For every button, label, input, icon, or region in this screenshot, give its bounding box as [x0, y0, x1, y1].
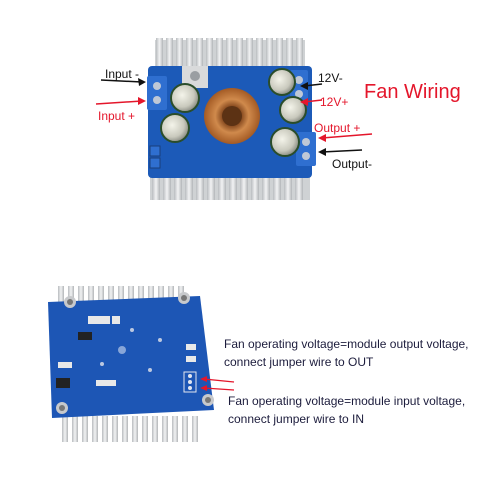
label-output-plus: Output +: [314, 121, 361, 135]
note-output-line2: connect jumper wire to OUT: [224, 355, 374, 369]
note-input-line2: connect jumper wire to IN: [228, 412, 365, 426]
label-input-minus: Input -: [105, 67, 140, 81]
note-input-line1: Fan operating voltage=module input volta…: [228, 394, 466, 408]
capacitors: [160, 68, 307, 157]
note-output-line1: Fan operating voltage=module output volt…: [224, 337, 469, 351]
note-output-voltage-mode: Fan operating voltage=module output volt…: [224, 335, 469, 371]
label-output-minus: Output-: [332, 157, 373, 171]
top-module-photo: [147, 38, 316, 200]
bottom-module-photo: [48, 286, 214, 442]
jumper-arrows: [200, 376, 235, 391]
input-terminal-block: [147, 76, 167, 110]
label-input-plus: Input +: [98, 109, 136, 123]
top-wiring-arrows: [95, 78, 373, 156]
output-terminal-block: [296, 132, 316, 166]
label-fan-12v-minus: 12V-: [318, 71, 343, 85]
fan-wiring-title: Fan Wiring: [364, 81, 461, 103]
label-fan-12v-plus: 12V+: [320, 95, 349, 109]
bottom-pcb: [48, 296, 214, 418]
note-input-voltage-mode: Fan operating voltage=module input volta…: [228, 392, 465, 428]
